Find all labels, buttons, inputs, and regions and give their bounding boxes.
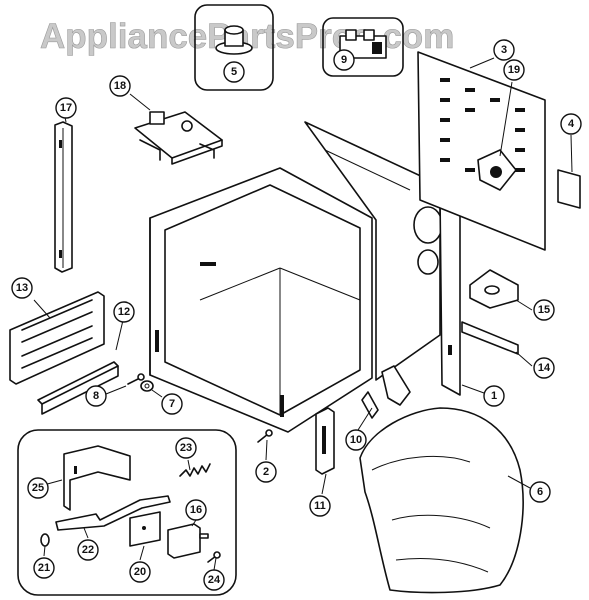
callout-14: 14 <box>533 357 555 379</box>
callout-23: 23 <box>175 437 197 459</box>
svg-text:24: 24 <box>208 574 221 586</box>
part-20-plate <box>129 511 161 547</box>
part-9-frame <box>322 17 404 77</box>
part-22-rod <box>55 495 171 531</box>
rear-panel <box>304 121 443 381</box>
callout-7: 7 <box>161 393 183 415</box>
part-5-thermostat <box>215 25 253 55</box>
part-17-rail <box>54 121 73 273</box>
part-3-back-panel <box>417 51 546 251</box>
callout-9: 9 <box>333 49 355 71</box>
callout-20: 20 <box>129 561 151 583</box>
part-11-bracket <box>315 407 335 475</box>
svg-text:18: 18 <box>114 80 126 92</box>
part-7-nut <box>140 380 154 392</box>
callout-5: 5 <box>223 61 245 83</box>
callout-2: 2 <box>255 461 277 483</box>
part-2-screw <box>257 429 273 443</box>
inset-frame <box>17 429 237 596</box>
callout-8: 8 <box>85 385 107 407</box>
svg-text:20: 20 <box>134 566 146 578</box>
svg-text:16: 16 <box>190 504 202 516</box>
part-8-screw <box>127 373 145 385</box>
svg-text:22: 22 <box>82 544 94 556</box>
svg-text:5: 5 <box>231 66 237 78</box>
callout-11: 11 <box>309 495 331 517</box>
callout-15: 15 <box>533 299 555 321</box>
callout-17: 17 <box>55 97 77 119</box>
part-1-side-rail <box>439 194 461 396</box>
svg-text:8: 8 <box>93 390 99 402</box>
svg-text:14: 14 <box>538 362 551 374</box>
part-10-latch <box>361 365 411 419</box>
callout-10: 10 <box>345 429 367 451</box>
svg-text:10: 10 <box>350 434 362 446</box>
svg-text:13: 13 <box>16 282 28 294</box>
part-23-spring <box>179 463 211 477</box>
callout-1: 1 <box>483 385 505 407</box>
callout-25: 25 <box>27 477 49 499</box>
part-16-switch <box>167 523 209 559</box>
svg-text:3: 3 <box>501 44 507 56</box>
svg-text:15: 15 <box>538 304 550 316</box>
svg-text:9: 9 <box>341 54 347 66</box>
part-4-plate <box>557 169 581 209</box>
svg-text:21: 21 <box>38 562 50 574</box>
part-14-strip <box>461 321 519 355</box>
callout-18: 18 <box>109 75 131 97</box>
callout-13: 13 <box>11 277 33 299</box>
part-13-panel <box>9 291 105 385</box>
callout-12: 12 <box>113 301 135 323</box>
svg-text:23: 23 <box>180 442 192 454</box>
svg-text:7: 7 <box>169 398 175 410</box>
part-18-timer <box>134 111 223 165</box>
oven-cavity <box>149 167 373 433</box>
callout-3: 3 <box>493 39 515 61</box>
part-24-screw <box>207 551 221 563</box>
svg-text:6: 6 <box>537 486 543 498</box>
part-6-insulation <box>359 407 524 594</box>
part-5-frame <box>194 4 274 91</box>
svg-text:4: 4 <box>568 118 575 130</box>
part-25-bracket <box>63 445 131 511</box>
callout-21: 21 <box>33 557 55 579</box>
callout-19: 19 <box>503 59 525 81</box>
callout-16: 16 <box>185 499 207 521</box>
leader-lines <box>33 57 573 571</box>
svg-text:11: 11 <box>314 500 326 512</box>
callout-6: 6 <box>529 481 551 503</box>
part-12-strip <box>37 361 119 415</box>
svg-text:12: 12 <box>118 306 130 318</box>
callout-24: 24 <box>203 569 225 591</box>
part-21-clip <box>40 533 50 547</box>
part-19-fan <box>477 149 517 191</box>
part-15-bracket <box>469 269 519 309</box>
svg-text:19: 19 <box>508 64 520 76</box>
svg-text:17: 17 <box>60 102 72 114</box>
svg-text:1: 1 <box>491 390 497 402</box>
callout-4: 4 <box>560 113 582 135</box>
callout-22: 22 <box>77 539 99 561</box>
svg-text:2: 2 <box>263 466 269 478</box>
svg-text:25: 25 <box>32 482 44 494</box>
